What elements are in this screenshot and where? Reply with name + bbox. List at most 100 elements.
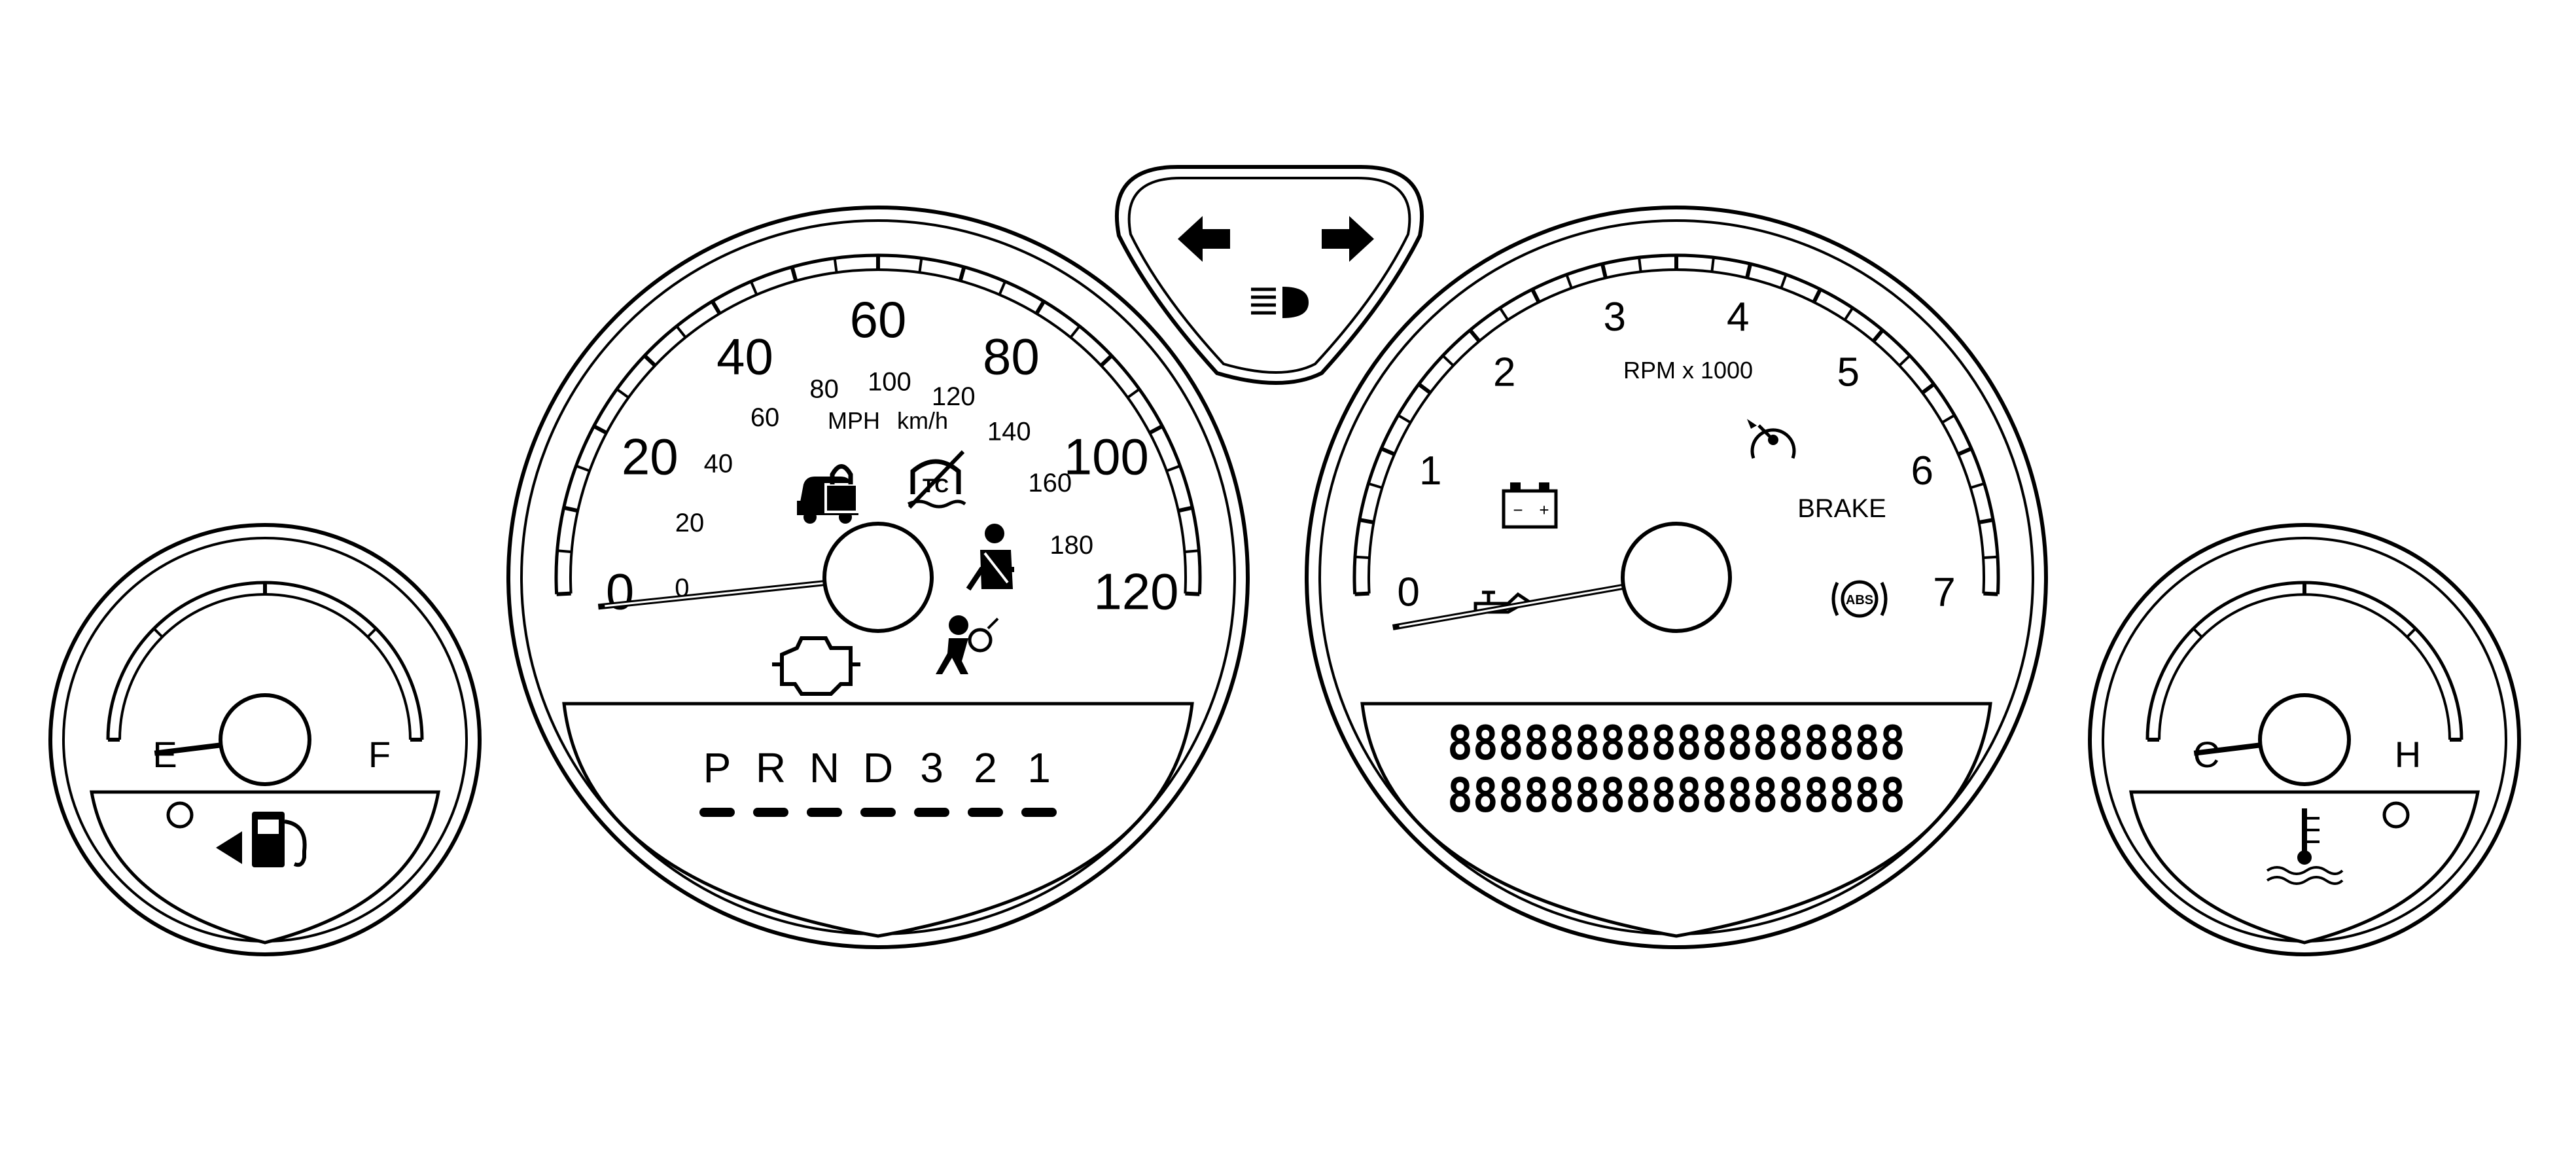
rpm-tick [1565,274,1573,289]
rpm-tick [1745,263,1752,279]
rpm-tick [1367,482,1383,490]
gear-indicator-bar [968,808,1003,817]
speed-tick [998,281,1007,295]
rpm-label: 5 [1837,350,1860,395]
speed-tick [675,325,687,338]
gear-indicator-bar [753,808,788,817]
speed-tick [833,258,838,273]
rpm-label: 4 [1727,295,1749,340]
gear-label: P [703,744,732,791]
rpm-tick [1957,446,1973,456]
speed-tick [557,549,572,554]
coolant-temperature-icon [2266,808,2344,885]
temp-cold-label: C [2193,734,2219,775]
kmh-label: 100 [868,368,911,397]
rpm-needle-hub [1621,522,1732,633]
rpm-tick [1941,414,1956,424]
mph-unit-label: MPH [828,407,880,434]
speed-tick [1127,388,1140,399]
gear-label: D [863,744,893,791]
rpm-tick [1530,288,1541,303]
kmh-label: 40 [704,450,733,478]
rpm-tick [1871,329,1884,343]
kmh-label: 160 [1028,469,1072,497]
brake-warning-label: BRAKE [1797,494,1886,523]
low-fuel-icon [216,812,307,867]
speed-tick [790,266,798,281]
mph-label: 60 [850,291,907,348]
rpm-tick [1812,288,1822,303]
mph-label: 100 [1064,428,1149,486]
rpm-tick [1983,555,1998,560]
speed-tick [575,464,590,473]
rpm-tick [1498,307,1509,321]
check-engine-icon [772,636,860,696]
traction-control-off-icon: TC [907,450,966,509]
kmh-label: 60 [750,403,780,432]
temp-tick-marks [2147,583,2461,742]
abs-warning-icon: ABS [1831,580,1888,618]
seatbelt-icon [966,524,1014,591]
rpm-tick [1397,414,1411,424]
speed-tick [1178,505,1193,513]
speed-tick [958,266,966,281]
kmh-label: 140 [987,418,1031,446]
rpm-tick [1600,263,1608,279]
battery-icon: − + [1502,482,1558,529]
gear-indicator-bar [914,808,949,817]
cruise-control-icon [1747,419,1796,459]
mph-scale-labels: 0 20 40 60 80 100 120 [606,291,1179,621]
rpm-tick [1970,482,1985,490]
mph-label: 0 [606,563,634,621]
high-beam-icon [1251,287,1309,318]
rpm-tick [1468,329,1481,343]
temp-tick [2192,627,2203,638]
temp-hot-label: H [2395,734,2421,775]
lcd-display-line-2: 888888888888888888 [1447,768,1905,823]
speed-tick [1099,354,1113,367]
gear-label: N [809,744,839,791]
svg-text:+: + [1539,500,1549,520]
right-turn-arrow-icon [1322,216,1374,262]
rpm-tick-marks [1354,255,1998,596]
rpm-tick [1359,518,1375,525]
temperature-gauge: C H [2088,523,2521,956]
speed-tick [1166,464,1181,473]
rpm-tick [1978,518,1994,525]
gear-label: 2 [974,744,997,791]
kmh-label: 80 [809,375,839,404]
gear-label: R [756,744,786,791]
rpm-tick [1638,257,1642,272]
gear-label: 3 [920,744,944,791]
mph-label: 80 [983,327,1040,385]
rpm-tick [1710,257,1715,272]
fuel-tick [366,627,378,638]
rpm-label: 7 [1933,569,1955,615]
speed-tick [711,300,722,315]
speed-needle-hub [822,522,934,633]
speed-tick-marks [556,255,1200,596]
rpm-label: 0 [1397,569,1419,615]
mph-label: 40 [716,327,773,385]
gear-indicator-bar [860,808,896,817]
rpm-label: 3 [1604,295,1626,340]
rpm-tick [1380,446,1396,456]
kmh-label: 20 [675,509,705,537]
kmh-label: 120 [932,382,976,411]
gear-label: 1 [1027,744,1051,791]
fuel-gauge: E F [48,523,482,956]
temp-needle-hub [2258,693,2351,786]
speed-tick [563,505,578,513]
rpm-tick [1843,307,1854,321]
rpm-tick [1354,555,1370,560]
fuel-tick [152,627,164,638]
left-turn-arrow-icon [1178,216,1230,262]
rpm-label: 6 [1911,448,1933,494]
kmh-unit-label: km/h [897,407,948,434]
rpm-label: 2 [1493,350,1515,395]
